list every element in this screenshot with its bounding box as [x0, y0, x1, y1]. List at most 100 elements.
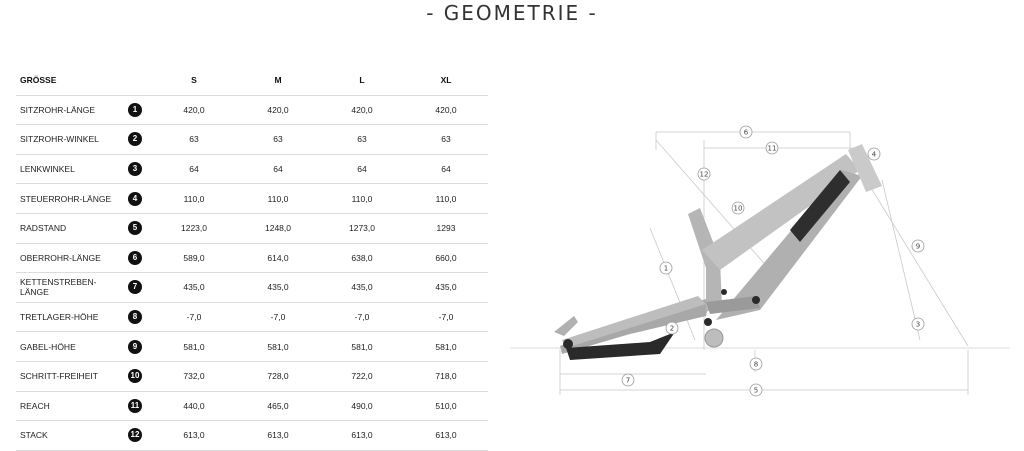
row-value-l: 638,0 — [320, 243, 404, 274]
row-value-m: -7,0 — [236, 302, 320, 333]
row-value-l: 613,0 — [320, 420, 404, 451]
diagram-marker-circle — [731, 201, 745, 215]
diagram-marker-circle — [739, 125, 753, 139]
row-number-cell: 7 — [118, 272, 152, 303]
seat-tube-shape — [688, 208, 722, 312]
row-value-s: 64 — [152, 154, 236, 185]
row-value-m: 63 — [236, 124, 320, 155]
row-value-xl: 1293 — [404, 213, 488, 244]
row-number-cell: 9 — [118, 331, 152, 362]
table-header-row: GRÖSSE S M L XL — [16, 66, 488, 96]
rocker-link — [706, 296, 760, 314]
row-number-cell: 8 — [118, 302, 152, 333]
diagram-marker-label: 12 — [700, 171, 709, 179]
down-tube-guard — [790, 170, 850, 242]
row-value-s: 589,0 — [152, 243, 236, 274]
row-value-xl: 718,0 — [404, 361, 488, 392]
diagram-marker-circle — [749, 357, 763, 371]
row-number-badge: 4 — [128, 191, 142, 206]
dim-line-standover — [655, 139, 771, 271]
size-header-label: GRÖSSE — [16, 66, 118, 96]
row-value-m: 614,0 — [236, 243, 320, 274]
row-value-l: 1273,0 — [320, 213, 404, 244]
row-value-s: 420,0 — [152, 95, 236, 126]
row-value-l: 435,0 — [320, 272, 404, 303]
diagram-marker-circle — [665, 321, 679, 335]
row-number-cell: 4 — [118, 183, 152, 214]
page-title: - GEOMETRIE - — [426, 1, 598, 25]
row-value-l: -7,0 — [320, 302, 404, 333]
row-label: RADSTAND — [16, 213, 118, 244]
row-number-cell: 10 — [118, 361, 152, 392]
row-value-s: 440,0 — [152, 391, 236, 422]
diagram-marker-label: 2 — [670, 325, 674, 333]
row-value-l: 490,0 — [320, 391, 404, 422]
row-value-xl: 435,0 — [404, 272, 488, 303]
bottom-bracket — [704, 328, 724, 348]
row-value-l: 110,0 — [320, 183, 404, 214]
row-number-cell: 3 — [118, 154, 152, 185]
row-value-xl: 63 — [404, 124, 488, 155]
row-number-cell: 5 — [118, 213, 152, 244]
row-value-m: 420,0 — [236, 95, 320, 126]
diagram-marker-label: 9 — [916, 243, 920, 251]
row-label: SITZROHR-WINKEL — [16, 124, 118, 155]
row-value-m: 435,0 — [236, 272, 320, 303]
row-value-m: 613,0 — [236, 420, 320, 451]
dim-line-seat-tube — [649, 227, 696, 341]
top-tube-shape — [702, 154, 860, 270]
row-value-xl: 420,0 — [404, 95, 488, 126]
rear-axle — [563, 339, 573, 349]
row-value-s: 435,0 — [152, 272, 236, 303]
row-value-s: 732,0 — [152, 361, 236, 392]
row-number-badge: 12 — [128, 428, 142, 443]
link-pivot — [752, 296, 760, 304]
row-value-l: 64 — [320, 154, 404, 185]
row-number-badge: 10 — [128, 369, 142, 384]
row-value-s: 613,0 — [152, 420, 236, 451]
row-number-badge: 11 — [128, 398, 142, 413]
diagram-marker-label: 4 — [872, 151, 877, 159]
row-value-l: 63 — [320, 124, 404, 155]
bike-frame — [554, 144, 882, 360]
row-value-m: 110,0 — [236, 183, 320, 214]
diagram-marker-circle — [867, 147, 881, 161]
diagram-marker-circle — [697, 167, 711, 181]
row-value-s: 1223,0 — [152, 213, 236, 244]
size-column-m: M — [236, 66, 320, 96]
diagram-marker-circle — [749, 383, 763, 397]
row-label: STEUERROHR-LÄNGE — [16, 183, 118, 214]
row-label: OBERROHR-LÄNGE — [16, 243, 118, 274]
row-value-xl: 581,0 — [404, 331, 488, 362]
row-value-m: 64 — [236, 154, 320, 185]
size-column-s: S — [152, 66, 236, 96]
row-number-cell: 11 — [118, 391, 152, 422]
number-column-header — [118, 66, 152, 96]
row-label: TRETLAGER-HÖHE — [16, 302, 118, 333]
diagram-marker-circle — [659, 261, 673, 275]
row-value-m: 1248,0 — [236, 213, 320, 244]
row-value-s: -7,0 — [152, 302, 236, 333]
row-number-badge: 1 — [128, 102, 142, 117]
row-number-badge: 9 — [128, 339, 142, 354]
head-tube-shape — [848, 144, 882, 192]
row-number-cell: 6 — [118, 243, 152, 274]
diagram-marker-label: 8 — [754, 361, 758, 369]
diagram-marker-label: 1 — [664, 265, 668, 273]
diagram-marker-label: 7 — [626, 377, 630, 385]
size-column-l: L — [320, 66, 404, 96]
